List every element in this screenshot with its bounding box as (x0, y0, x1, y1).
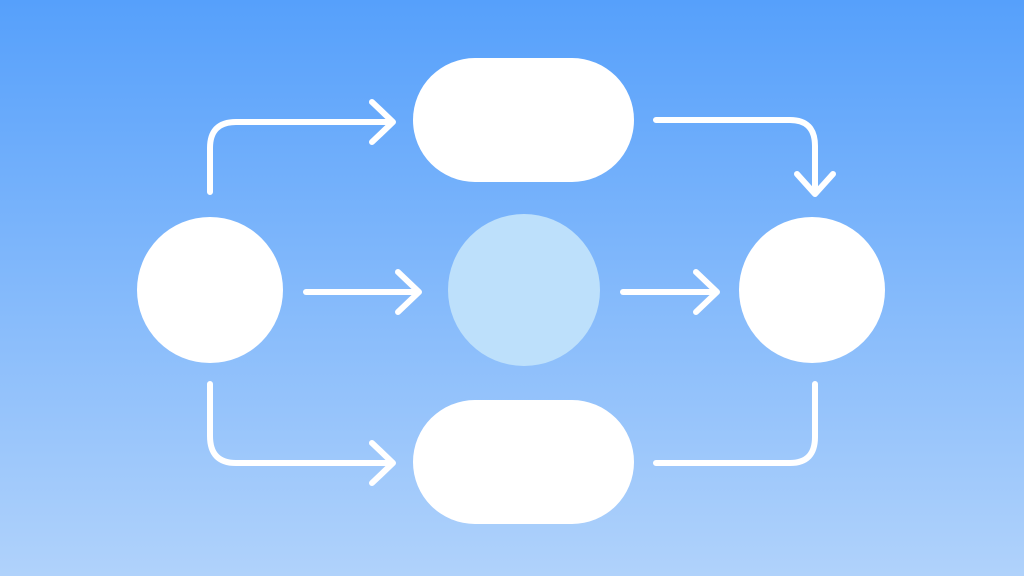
arrowhead-down-icon (794, 171, 836, 197)
arrowhead-right-icon (369, 440, 396, 486)
connector-bottom-to-end (653, 381, 818, 466)
bottom-process-node (413, 400, 634, 524)
connector-start-to-bottom (207, 381, 395, 466)
arrowhead-right-icon (395, 269, 422, 315)
arrowhead-right-icon (693, 269, 720, 315)
top-process-node (413, 58, 634, 182)
start-node (137, 217, 283, 363)
center-node (448, 214, 600, 366)
end-node (739, 217, 885, 363)
arrowhead-right-icon (369, 99, 396, 145)
connector-start-to-top (207, 119, 395, 195)
connector-top-to-end (653, 117, 818, 195)
